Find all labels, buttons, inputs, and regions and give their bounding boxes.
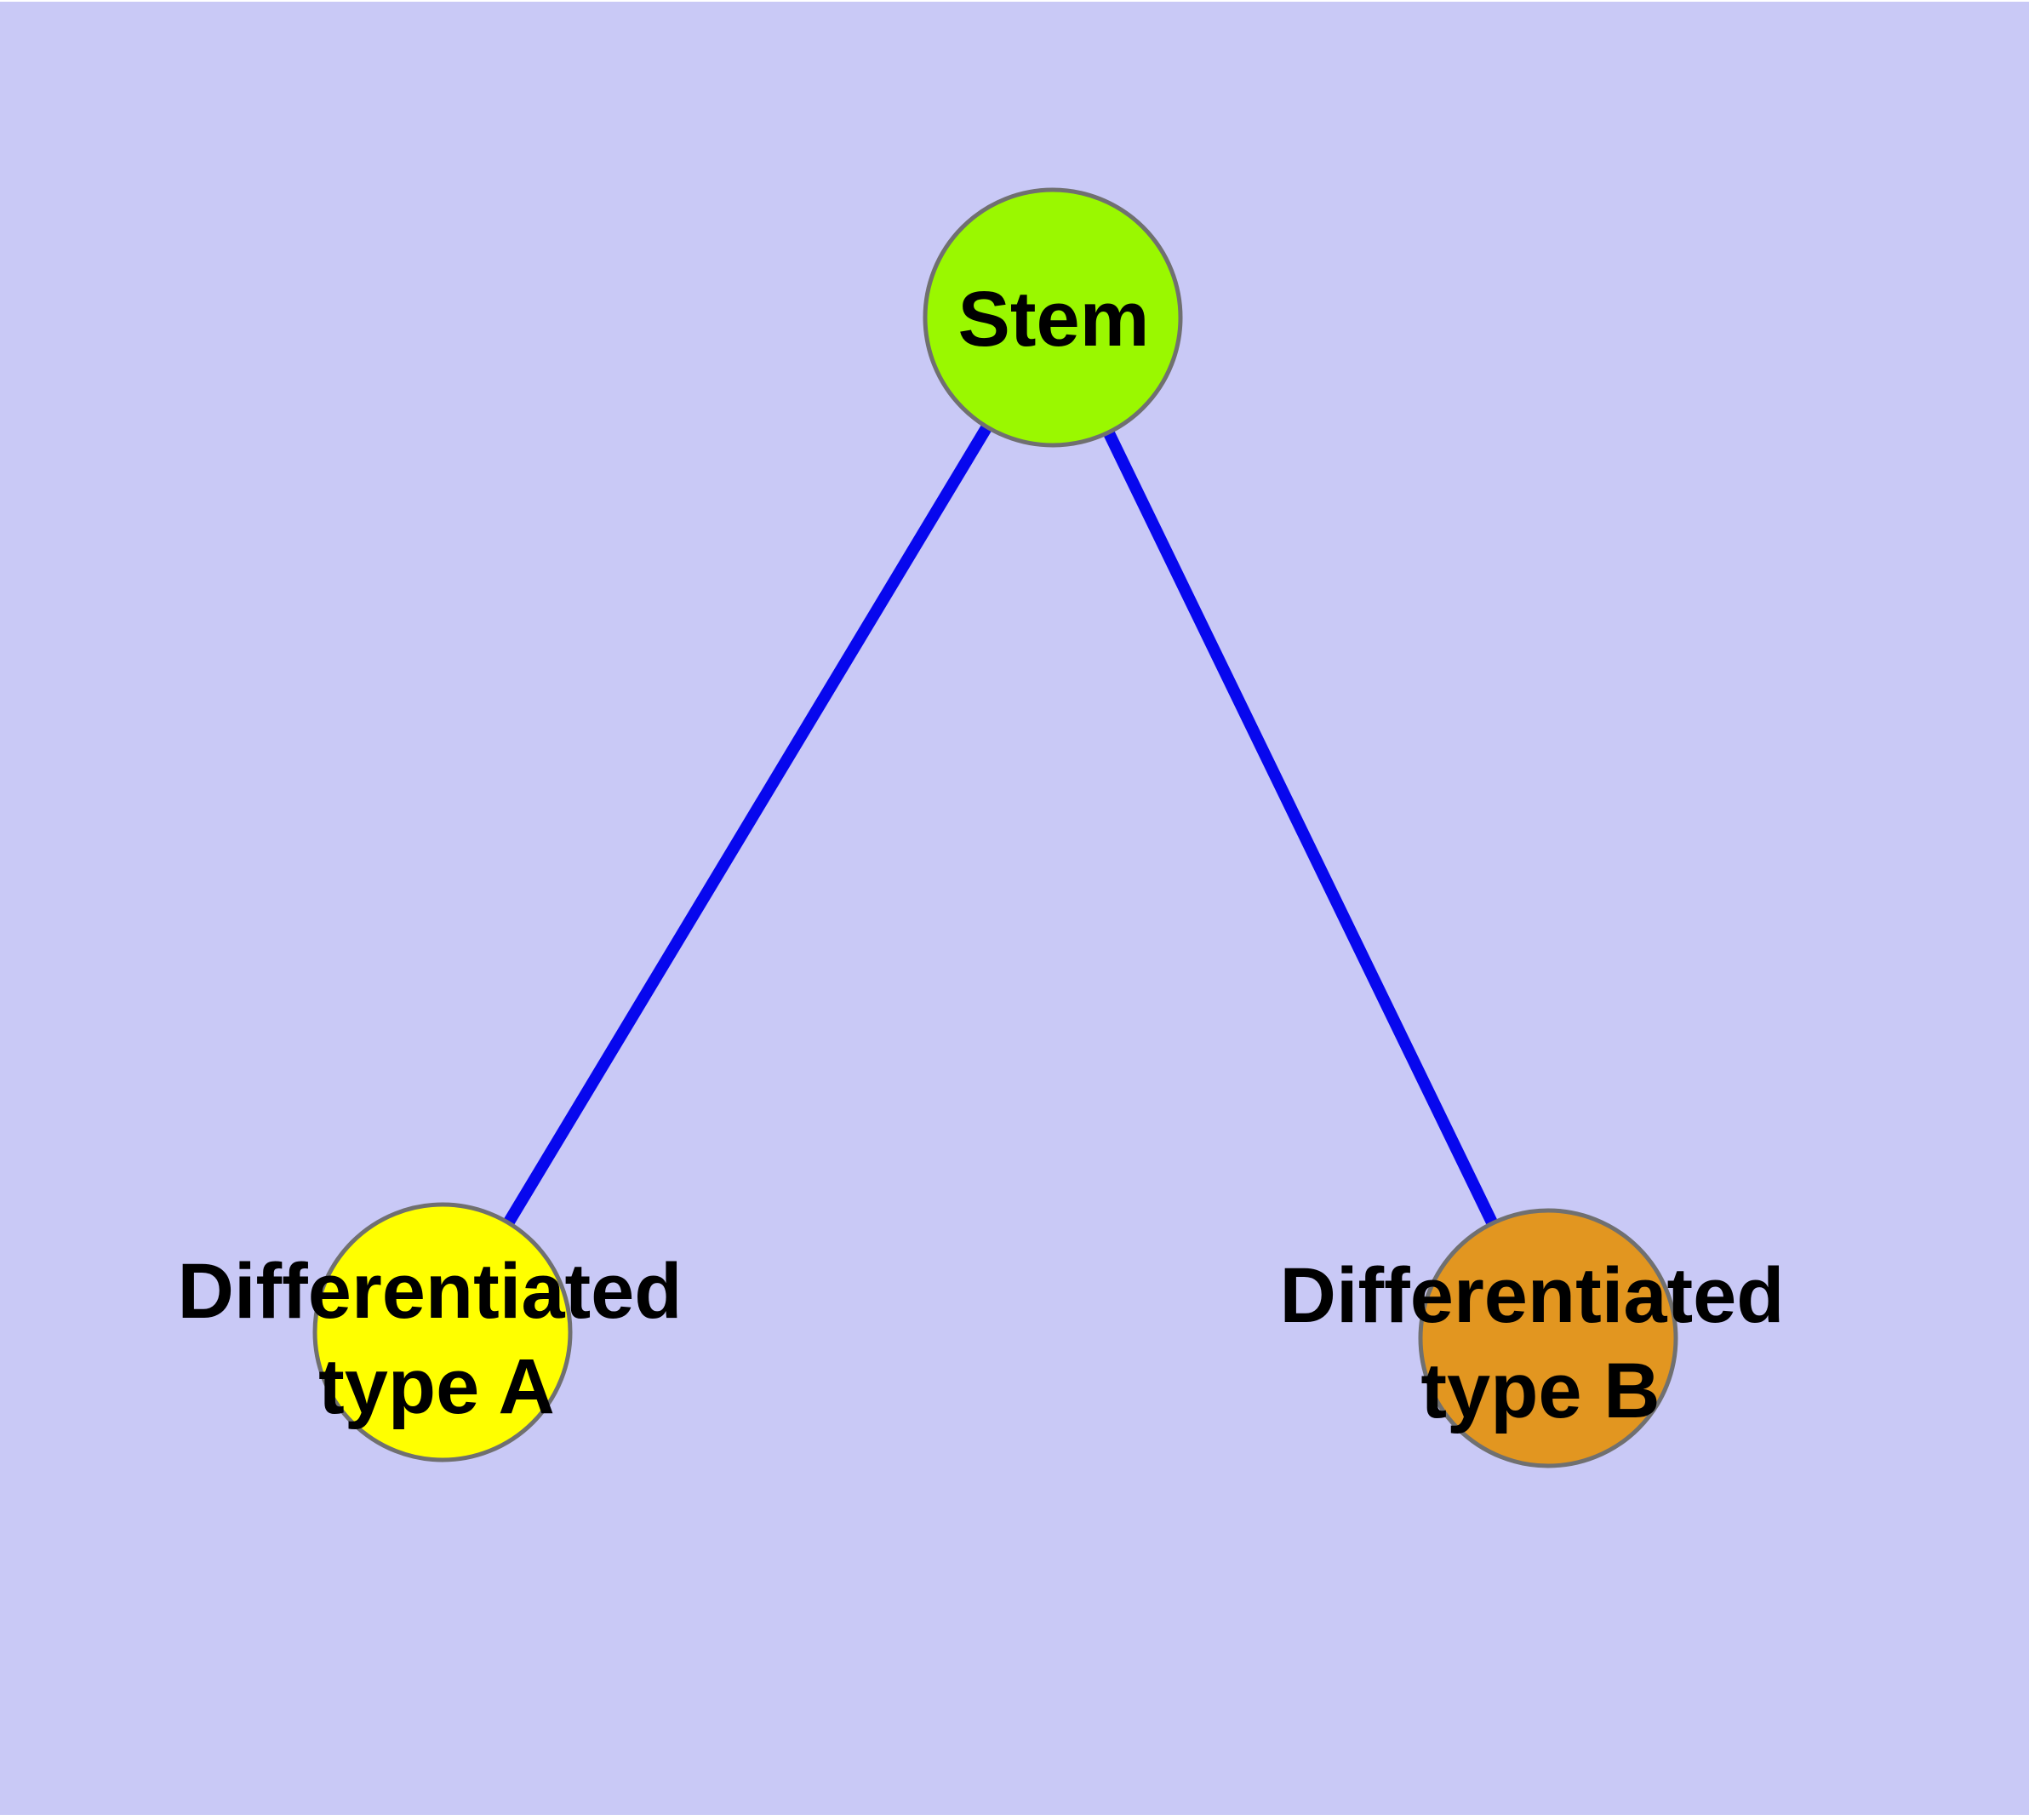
edges: [437, 314, 1554, 1342]
edge-stem-to-type-a: [437, 314, 1058, 1336]
node-stem: Stem: [923, 187, 1183, 448]
node-differentiated-type-b: Differentiated type B: [1280, 1208, 1785, 1468]
type-a-node-circle: [312, 1202, 573, 1462]
type-b-node-label-line2: type B: [1420, 1348, 1660, 1434]
stem-node-label: Stem: [958, 276, 1150, 363]
type-a-node-label-line2: type A: [318, 1343, 555, 1430]
type-b-node-circle: [1418, 1208, 1678, 1468]
edge-stem-to-type-b: [1047, 314, 1554, 1342]
stem-node-circle: [923, 187, 1183, 448]
type-b-node-label-line1: Differentiated: [1280, 1252, 1785, 1339]
node-differentiated-type-a: Differentiated type A: [178, 1202, 683, 1462]
type-a-node-label-line1: Differentiated: [178, 1248, 683, 1335]
